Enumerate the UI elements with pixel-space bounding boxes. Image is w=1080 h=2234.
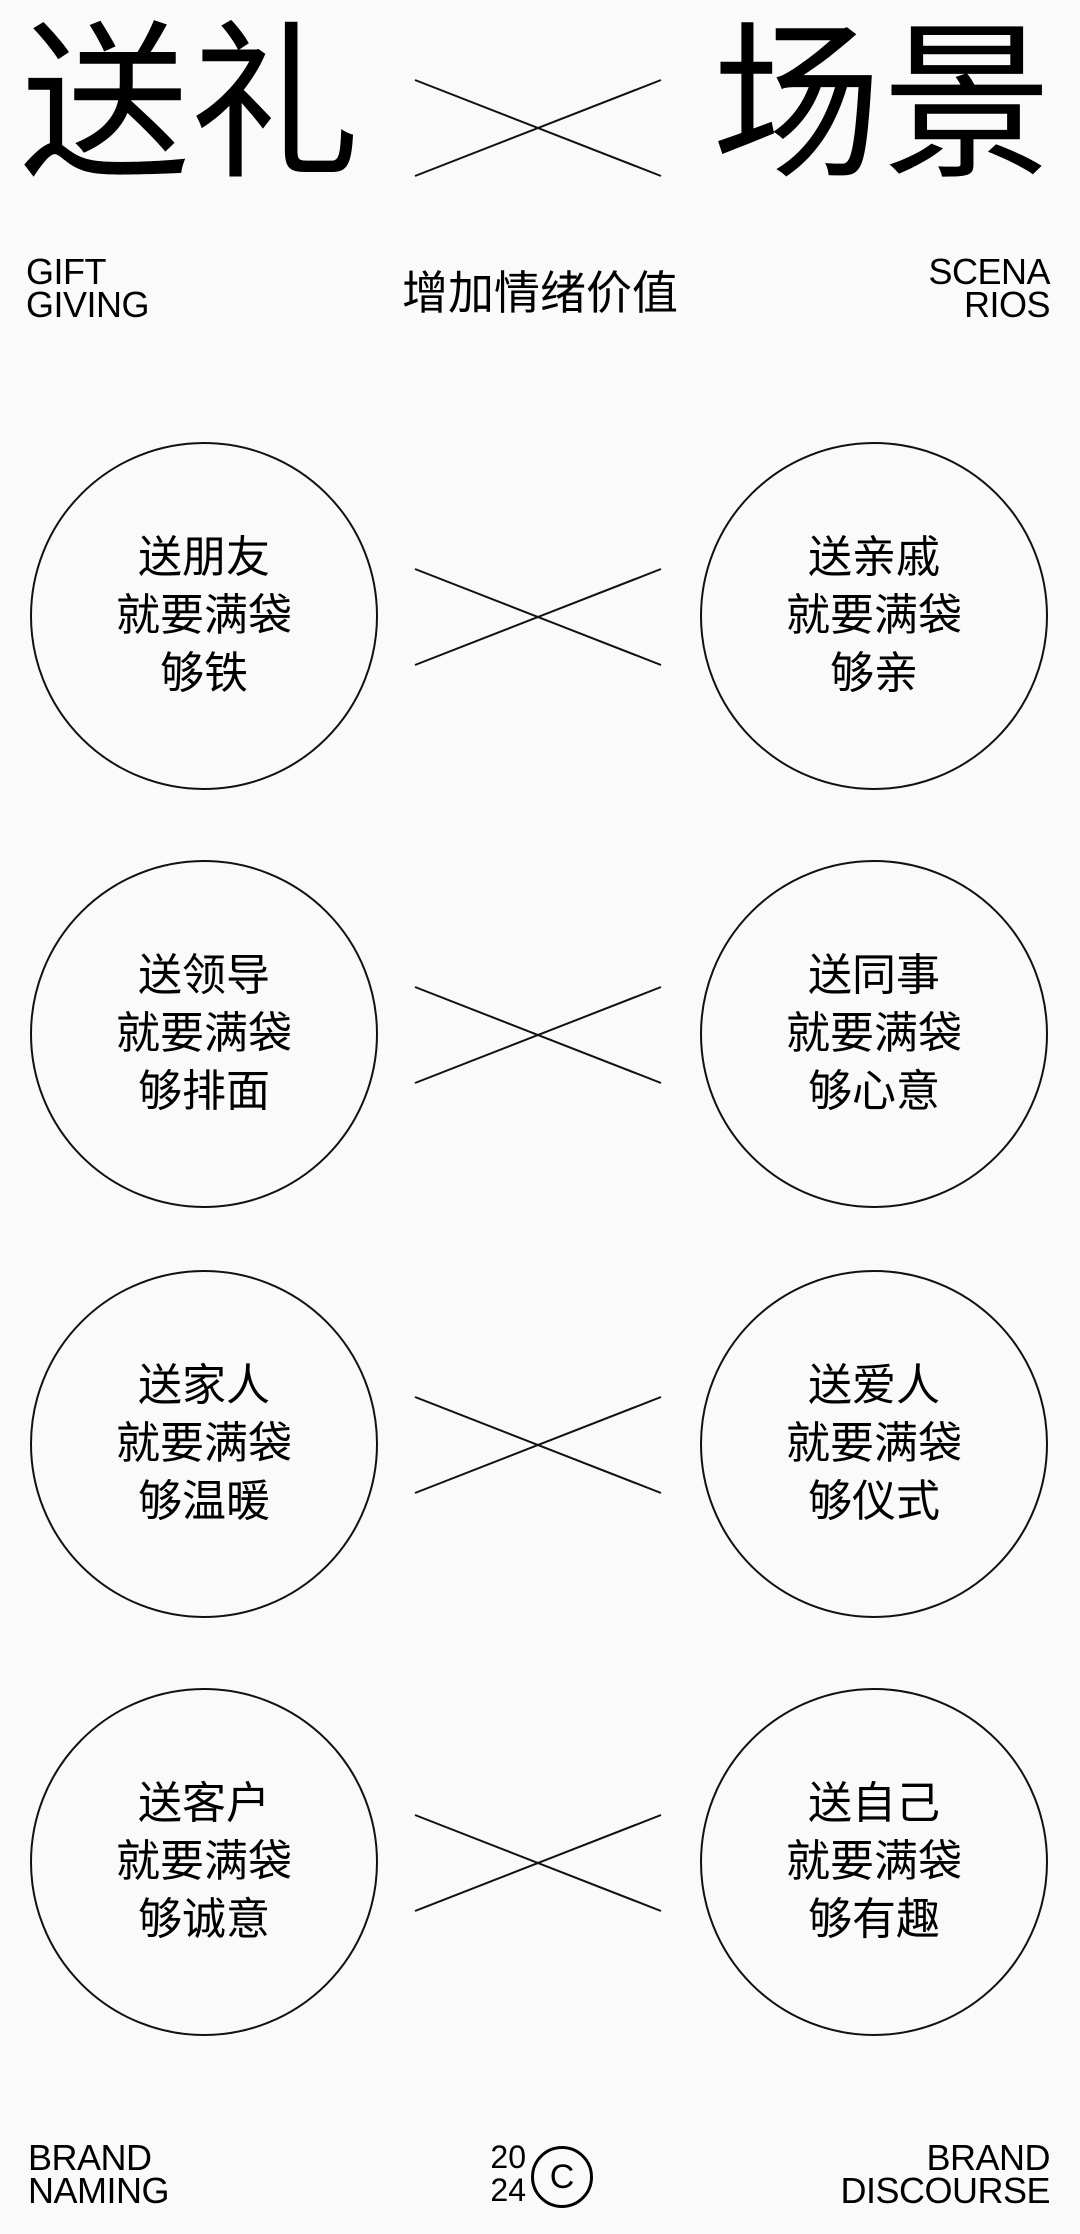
scenarios-line-2: RIOS [963, 284, 1051, 325]
scenario-line: 送自己 [808, 1778, 940, 1829]
cross-decoration [413, 985, 663, 1085]
title-left: 送礼 [20, 6, 361, 204]
scenario-text: 送自己 就要满袋 够有趣 [786, 1775, 962, 1949]
scenario-text: 送客户 就要满袋 够诚意 [116, 1775, 292, 1949]
title-right: 场景 [711, 6, 1052, 204]
scenario-line: 够温暖 [138, 1476, 270, 1527]
scenario-circle-leaders: 送领导 就要满袋 够排面 [30, 860, 378, 1208]
gift-giving-line-2: GIVING [26, 284, 150, 325]
scenario-line: 送朋友 [138, 532, 270, 583]
year-line-2: 24 [490, 2172, 526, 2208]
scenario-text: 送同事 就要满袋 够心意 [786, 947, 962, 1121]
scenario-line: 就要满袋 [116, 1418, 292, 1469]
brand-discourse-label: BRAND DISCOURSE [840, 2137, 1050, 2211]
cross-decoration [413, 567, 663, 667]
scenario-line: 够排面 [138, 1066, 270, 1117]
brand-discourse-line-2: DISCOURSE [840, 2170, 1050, 2211]
scenario-line: 够心意 [808, 1066, 940, 1117]
scenario-line: 就要满袋 [116, 590, 292, 641]
scenario-line: 够铁 [160, 648, 248, 699]
scenario-circle-family: 送家人 就要满袋 够温暖 [30, 1270, 378, 1618]
scenario-text: 送亲戚 就要满袋 够亲 [786, 529, 962, 703]
scenario-line: 送爱人 [808, 1360, 940, 1411]
scenario-line: 够仪式 [808, 1476, 940, 1527]
scenario-circle-relatives: 送亲戚 就要满袋 够亲 [700, 442, 1048, 790]
scenarios-label: SCENA RIOS [928, 251, 1051, 325]
cross-decoration [413, 1395, 663, 1495]
cross-decoration [413, 1813, 663, 1913]
scenario-line: 就要满袋 [786, 1418, 962, 1469]
scenario-text: 送家人 就要满袋 够温暖 [116, 1357, 292, 1531]
scenario-line: 送客户 [138, 1778, 270, 1829]
scenario-line: 就要满袋 [116, 1008, 292, 1059]
scenario-line: 送领导 [138, 950, 270, 1001]
scenario-circle-colleagues: 送同事 就要满袋 够心意 [700, 860, 1048, 1208]
gift-giving-line-1: GIFT [26, 251, 106, 292]
scenario-line: 够亲 [830, 648, 918, 699]
scenario-line: 就要满袋 [786, 1008, 962, 1059]
brand-discourse-line-1: BRAND [926, 2137, 1050, 2178]
scenarios-line-1: SCENA [928, 251, 1050, 292]
year-label: 20 24 [480, 2141, 526, 2207]
scenario-line: 够有趣 [808, 1894, 940, 1945]
scenario-line: 够诚意 [138, 1894, 270, 1945]
scenario-text: 送爱人 就要满袋 够仪式 [786, 1357, 962, 1531]
scenario-circle-friends: 送朋友 就要满袋 够铁 [30, 442, 378, 790]
scenario-text: 送朋友 就要满袋 够铁 [116, 529, 292, 703]
scenario-line: 送同事 [808, 950, 940, 1001]
header-cross-decoration [413, 78, 663, 178]
scenario-circle-clients: 送客户 就要满袋 够诚意 [30, 1688, 378, 2036]
scenario-line: 就要满袋 [116, 1836, 292, 1887]
year-line-1: 20 [490, 2139, 526, 2175]
gift-giving-label: GIFT GIVING [26, 251, 150, 325]
scenario-text: 送领导 就要满袋 够排面 [116, 947, 292, 1121]
scenario-circle-self: 送自己 就要满袋 够有趣 [700, 1688, 1048, 2036]
scenario-line: 就要满袋 [786, 1836, 962, 1887]
brand-naming-line-1: BRAND [28, 2137, 152, 2178]
brand-naming-label: BRAND NAMING [28, 2137, 170, 2211]
copyright-icon: C [531, 2146, 593, 2208]
brand-naming-line-2: NAMING [28, 2170, 170, 2211]
copyright-letter: C [549, 2158, 575, 2196]
scenario-line: 就要满袋 [786, 590, 962, 641]
scenario-line: 送家人 [138, 1360, 270, 1411]
scenario-line: 送亲戚 [808, 532, 940, 583]
scenario-circle-lover: 送爱人 就要满袋 够仪式 [700, 1270, 1048, 1618]
subtitle: 增加情绪价值 [402, 266, 678, 320]
